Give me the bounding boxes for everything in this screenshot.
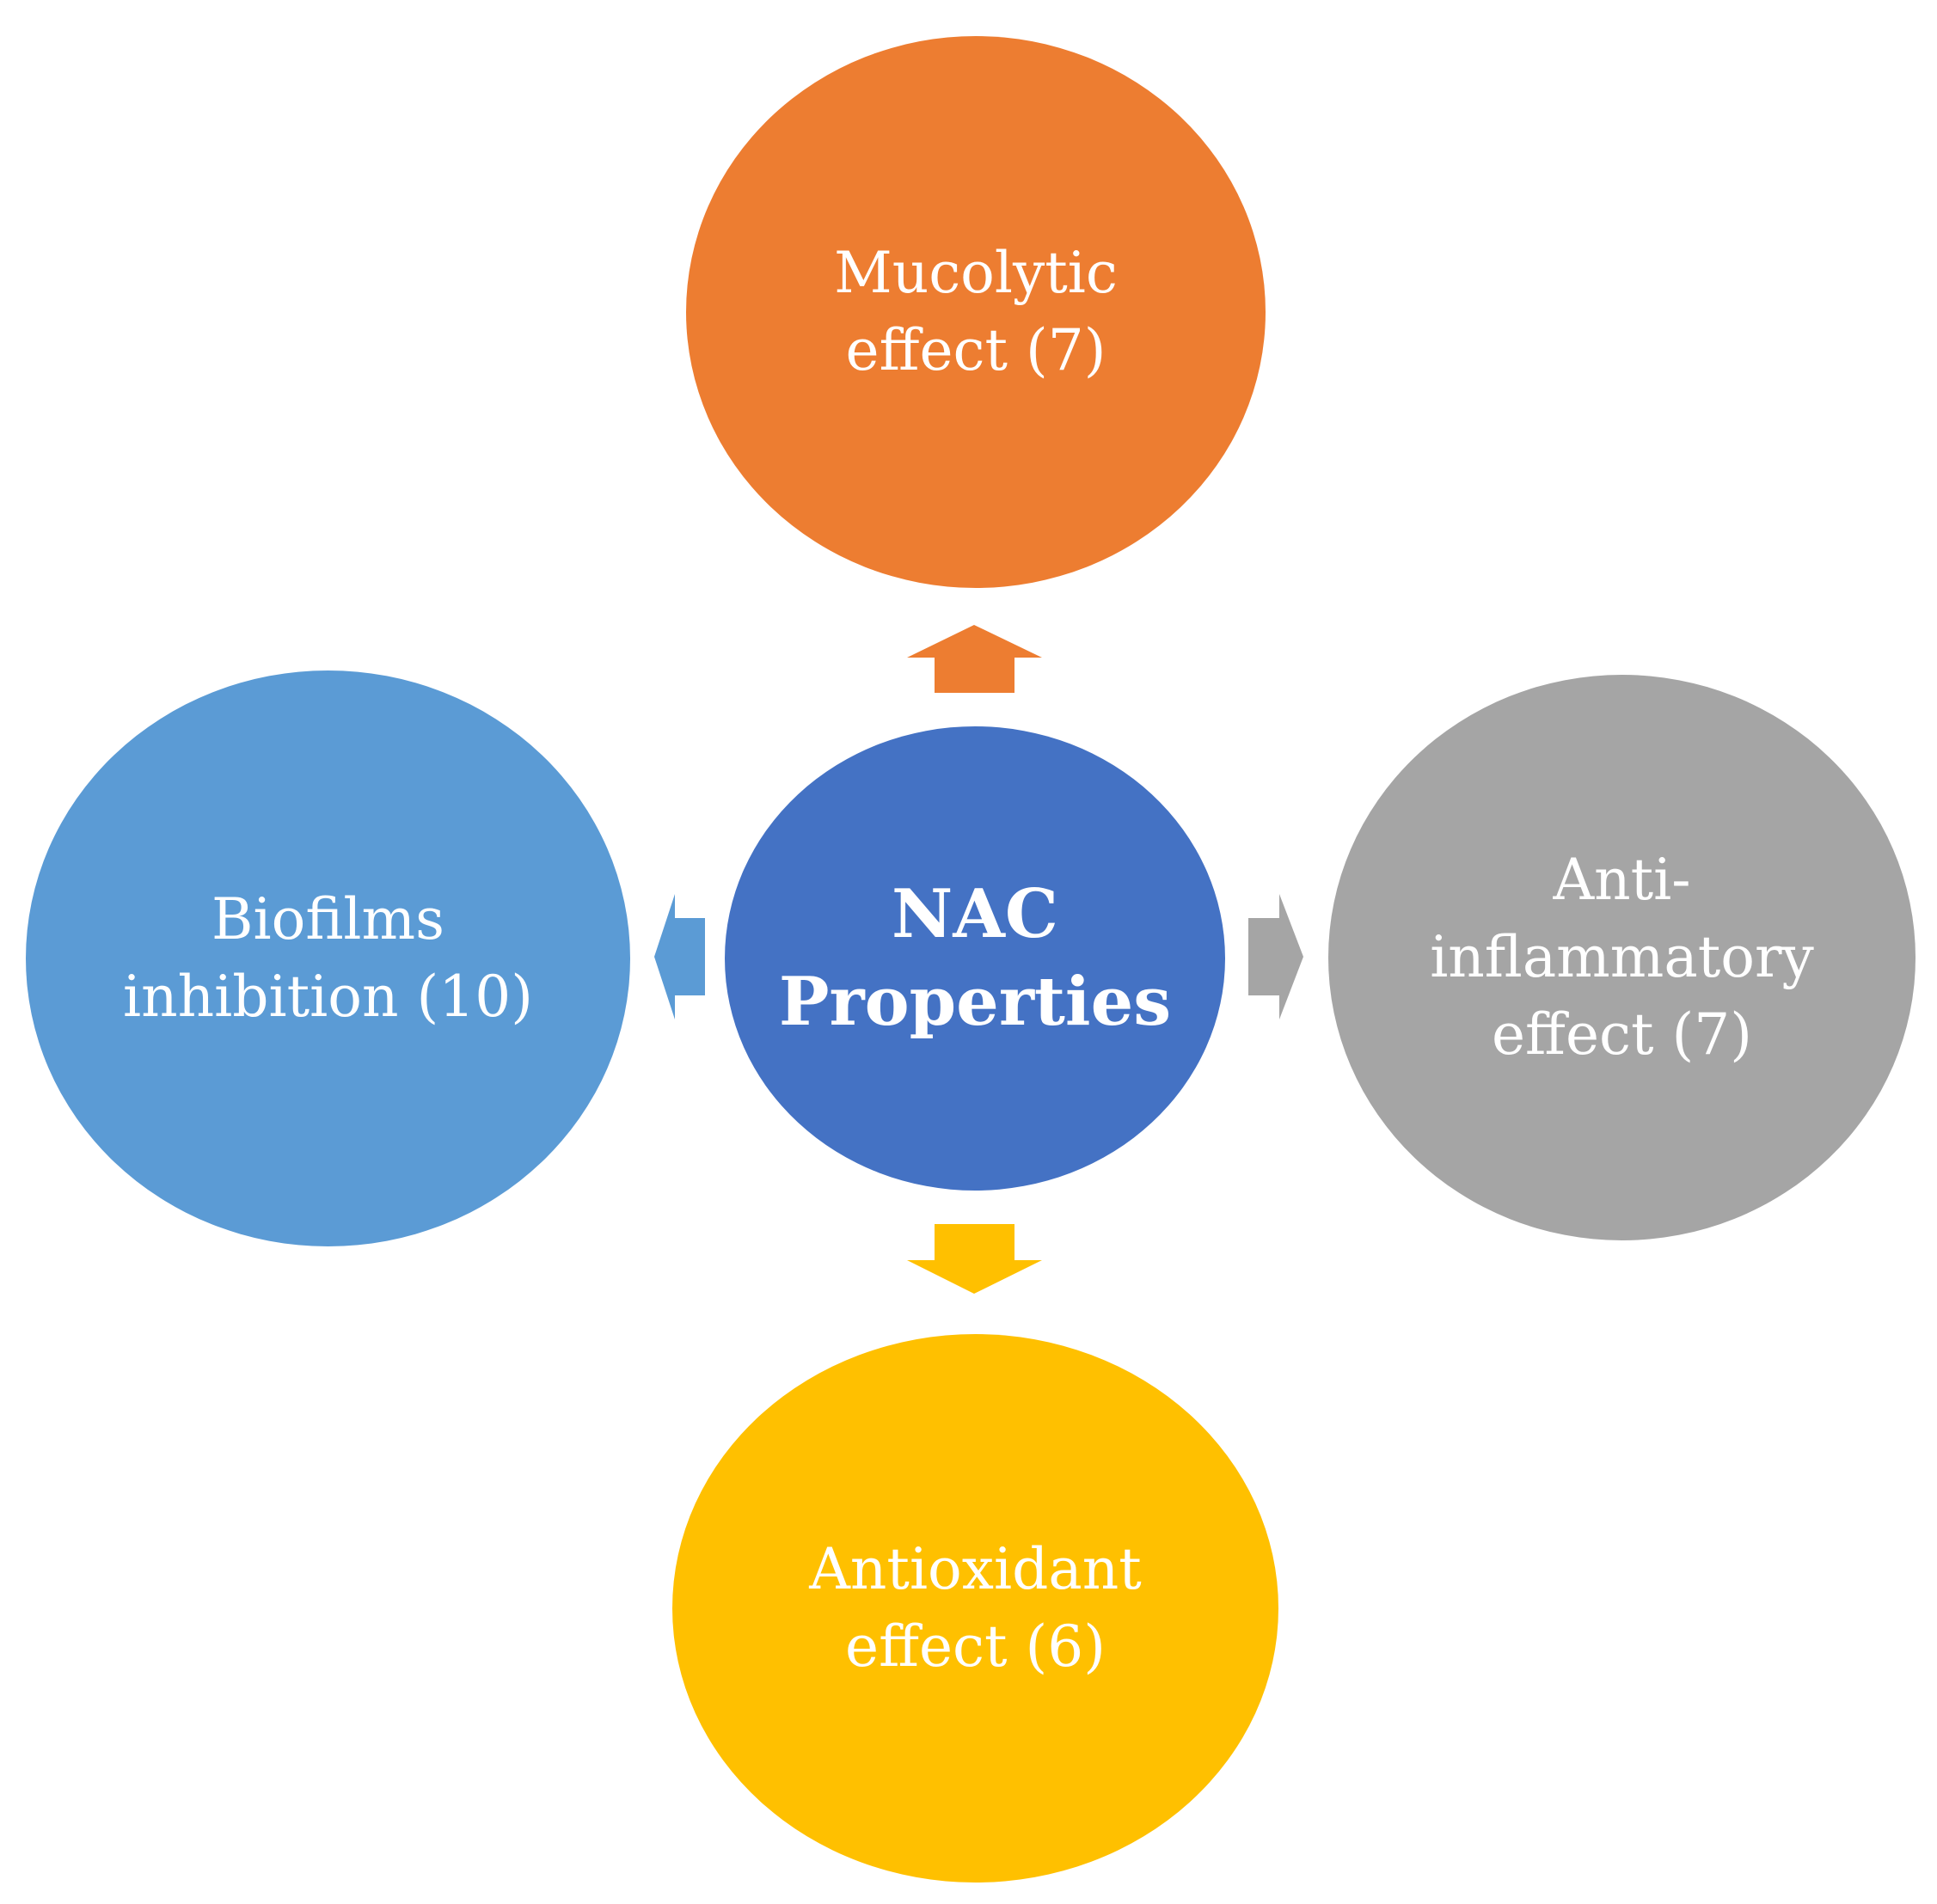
biofilms-inhibition-label: Biofilms inhibition (10) bbox=[123, 886, 533, 1030]
biofilms-inhibition-node: Biofilms inhibition (10) bbox=[26, 670, 630, 1246]
arrow-right-icon bbox=[1248, 894, 1303, 1019]
anti-inflammatory-effect-node: Anti- inflammatory effect (7) bbox=[1328, 675, 1916, 1240]
mucolytic-effect-label: Mucolytic effect (7) bbox=[834, 240, 1118, 383]
mucolytic-effect-node: Mucolytic effect (7) bbox=[686, 36, 1266, 588]
arrow-up-icon bbox=[907, 625, 1042, 693]
antioxidant-effect-node: Antioxidant effect (6) bbox=[672, 1334, 1278, 1883]
arrow-left-icon bbox=[654, 894, 705, 1019]
anti-inflammatory-effect-label: Anti- inflammatory effect (7) bbox=[1430, 847, 1814, 1068]
nac-properties-center-node: NAC Properties bbox=[725, 726, 1225, 1191]
arrow-down-icon bbox=[907, 1224, 1042, 1294]
antioxidant-effect-label: Antioxidant effect (6) bbox=[809, 1536, 1142, 1680]
nac-properties-title: NAC Properties bbox=[778, 875, 1172, 1041]
